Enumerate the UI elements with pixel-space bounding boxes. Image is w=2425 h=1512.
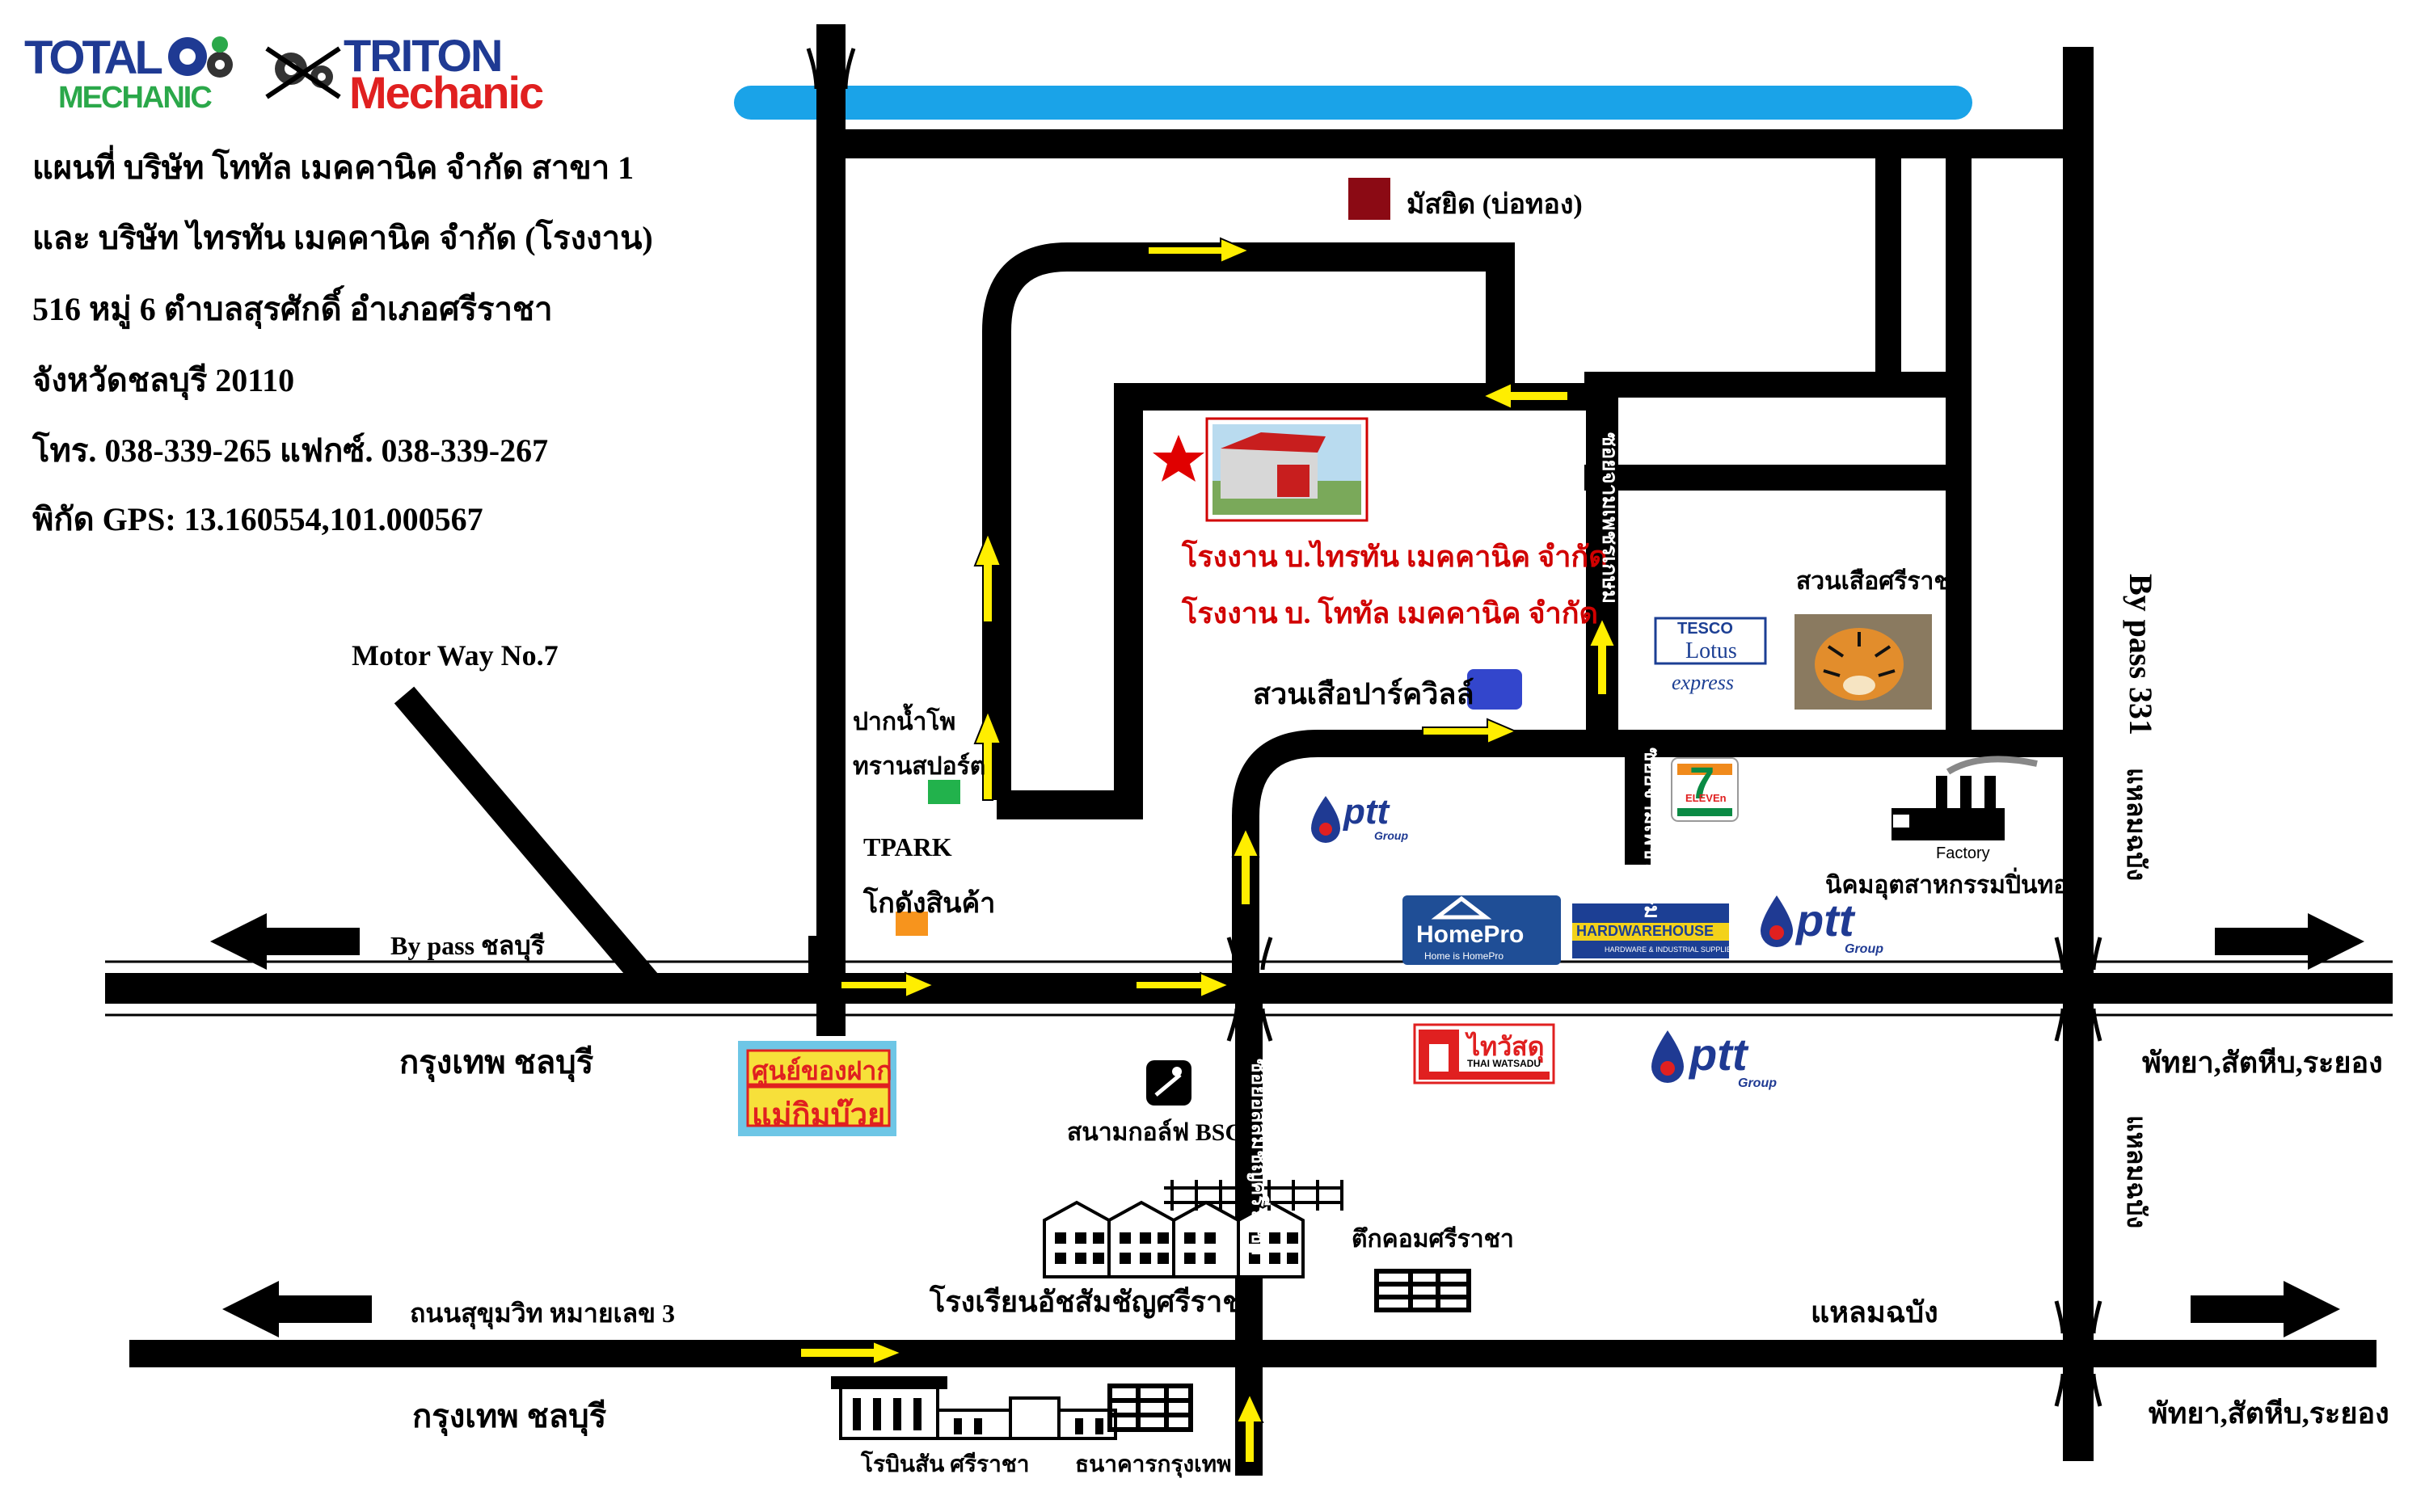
sukhumvit-label: ถนนสุขุมวิท หมายเลข 3 [410,1299,676,1328]
ptt-logo-2-group: Group [1845,942,1883,956]
tuk-com-label: ตึกคอมศรีราชา [1352,1226,1514,1253]
soi-label-lower: ซอยจามเพชรเกษม [1640,748,1664,920]
express-logo: express [1672,671,1735,694]
bkk-chonburi-label-1: กรุงเทพ ชลบุรี [399,1044,594,1080]
seven-eleven-text: ELEVEn [1685,792,1727,804]
ptt-drop-icons [1311,796,1793,1083]
homepro-logo: HomePro [1416,921,1525,948]
total-logo-line2: MECHANIC [58,81,213,115]
bypass-chonburi-label: By pass ชลบุรี [390,931,545,960]
shop-sign-text-2: แม่กิมบ๊วย [752,1098,886,1132]
factory-label-triton: โรงงาน บ.ไทรทัน เมคคานิค จำกัด [1182,541,1608,573]
tpark-marker [896,912,928,936]
wrench-gear-icon [265,46,341,99]
laemchabang-vertical-label-2: แหลมฉบัง [2122,1115,2151,1229]
pakhampho-label-1: ปากน้ำโพ [853,709,956,735]
bypass-331-label: By pass 331 [2123,574,2159,736]
seven-eleven-number: 7 [1689,757,1715,808]
pattaya-label-1: พัทยา,สัตหีบ,ระยอง [2142,1047,2383,1079]
tesco-logo-box [1654,617,1767,665]
tpark-warehouse-label: โกดังสินค้า [863,889,996,919]
laemchabang-label: แหลมฉบัง [1811,1296,1938,1329]
hardwarehouse-logo: HARDWAREHOUSE [1576,923,1714,939]
ptt-logo-3: ptt [1689,1029,1748,1080]
mosque-marker [1348,178,1390,220]
robinson-label: โรบินสัน ศรีราชา [861,1452,1030,1477]
tpark-label: TPARK [863,832,952,861]
school-label: โรงเรียนอัชสัมชัญศรีราชา [930,1286,1259,1318]
tiger-park-marker [1467,669,1522,710]
lotus-logo: Lotus [1685,638,1737,663]
gear-icon [168,36,233,78]
left-vertical-road [816,24,846,1036]
ptt-logo-2: ptt [1796,895,1854,946]
hardwarehouse-tagline: HARDWARE & INDUSTRIAL SUPPLIES [1605,946,1736,954]
tuk-com-building-icon [1374,1269,1471,1312]
golf-label: สนามกอล์ฟ BSC [1067,1119,1243,1146]
header-gps: พิกัด GPS: 13.160554,101.000567 [32,501,483,537]
header-phone: โทร. 038-339-265 แฟกซ์. 038-339-267 [32,432,549,469]
industrial-estate-label: นิคมอุตสาหกรรมปิ่นทอง [1825,872,2080,899]
mosque-label: มัสยิด (บ่อทอง) [1406,190,1583,220]
assumption-soi-label: ซอยอัสสัมชัญศรีราชา [1247,1059,1271,1257]
header-line-3: 516 หมู่ 6 ตำบลสุรศักดิ์ อำเภอศรีราชา [32,291,553,327]
factory-icon [1892,756,2038,840]
triton-logo-line1: TRITON [344,30,503,81]
river [734,86,1972,120]
triton-logo-line2: Mechanic [349,67,544,118]
soi-label-upper: ซอยจามเพชรเกษม [1598,432,1622,604]
thaiwatsadu-logo: ไทวัสดุ [1467,1031,1545,1062]
thaiwatsadu-tagline: THAI WATSADU [1467,1058,1541,1069]
factory-label-total: โรงงาน บ. โททัล เมคคานิค จำกัด [1182,597,1598,630]
bkk-chonburi-label-2: กรุงเทพ ชลบุรี [412,1398,607,1434]
bank-building-icon [1107,1384,1193,1432]
shop-sign-text-1: ศูนย์ของฝาก [752,1056,892,1085]
motorway-label: Motor Way No.7 [352,639,559,672]
tiger-park-label: สวนเสือปาร์ควิลล์ [1253,678,1474,710]
header-line-4: จังหวัดชลบุรี 20110 [32,362,295,398]
factory-star-icon [1153,435,1204,482]
motorway-road [394,686,665,999]
factory-icon-label: Factory [1936,844,1990,862]
direction-arrows [799,237,1617,1464]
homepro-tagline: Home is HomePro [1424,950,1504,962]
ptt-logo-3-group: Group [1738,1076,1777,1090]
ptt-logo-1-group: Group [1374,829,1408,842]
bangkok-bank-label: ธนาคารกรุงเทพ [1075,1452,1232,1477]
total-logo-line1: TOTAL [24,32,163,84]
pattaya-label-2: พัทยา,สัตหีบ,ระยอง [2149,1397,2389,1430]
ptt-logo-1: ptt [1343,792,1390,832]
header-line-1: แผนที่ บริษัท โททัล เมคคานิค จำกัด สาขา … [32,150,635,186]
tiger-zoo-label: สวนเสือศรีราชา [1796,568,1964,595]
header-line-2: และ บริษัท ไทรทัน เมคคานิค จำกัด (โรงงาน… [32,220,653,256]
tesco-logo: TESCO [1677,620,1733,638]
pakhampho-marker [928,780,960,804]
inner-route [982,242,1515,800]
laemchabang-vertical-label-1: แหลมฉบัง [2122,768,2151,882]
outbound-arrows [210,913,2364,1337]
pakhampho-label-2: ทรานสปอร์ต [853,753,986,780]
